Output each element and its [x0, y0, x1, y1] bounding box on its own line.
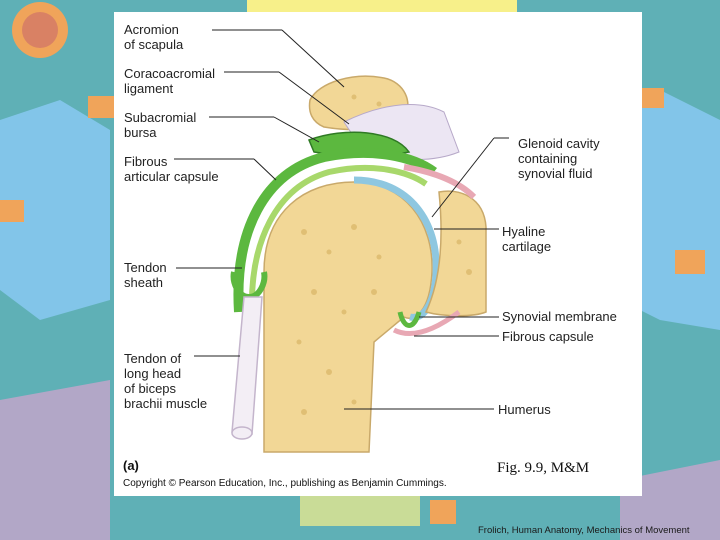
orange-gear-icon: [12, 2, 68, 58]
label-hyaline-cartilage: Hyaline cartilage: [502, 224, 552, 254]
humerus-head-shape: [263, 181, 433, 453]
yellow-header-tab: [247, 0, 517, 12]
fibrous-articular-capsule-shape: [233, 147, 437, 313]
label-synovial-membrane: Synovial membrane: [502, 309, 617, 324]
label-humerus: Humerus: [498, 402, 551, 417]
label-biceps-tendon: Tendon of long head of biceps brachii mu…: [124, 351, 208, 411]
label-coracoacromial-ligament: Coracoacromial ligament: [124, 66, 216, 96]
part-letter: (a): [123, 458, 139, 473]
label-fibrous-capsule: Fibrous capsule: [502, 329, 594, 344]
copyright-notice: Copyright © Pearson Education, Inc., pub…: [123, 478, 447, 489]
label-subacromial-bursa: Subacromial bursa: [124, 110, 197, 140]
figure-caption: Fig. 9.9, M&M: [497, 460, 590, 476]
shoulder-joint-illustration: [174, 29, 509, 453]
label-acromion: Acromion of scapula: [124, 22, 184, 52]
footer-citation: Frolich, Human Anatomy, Mechanics of Mov…: [478, 525, 690, 536]
label-tendon-sheath: Tendon sheath: [124, 260, 167, 290]
label-glenoid-cavity: Glenoid cavity containing synovial fluid: [518, 136, 600, 181]
figure-panel: Acromion of scapula Coracoacromial ligam…: [114, 12, 642, 496]
hyaline-cartilage-shape: [353, 176, 440, 321]
label-fibrous-articular-capsule: Fibrous articular capsule: [124, 154, 219, 184]
biceps-tendon-shape: [231, 296, 263, 435]
synovial-membrane-shape: [397, 311, 422, 328]
